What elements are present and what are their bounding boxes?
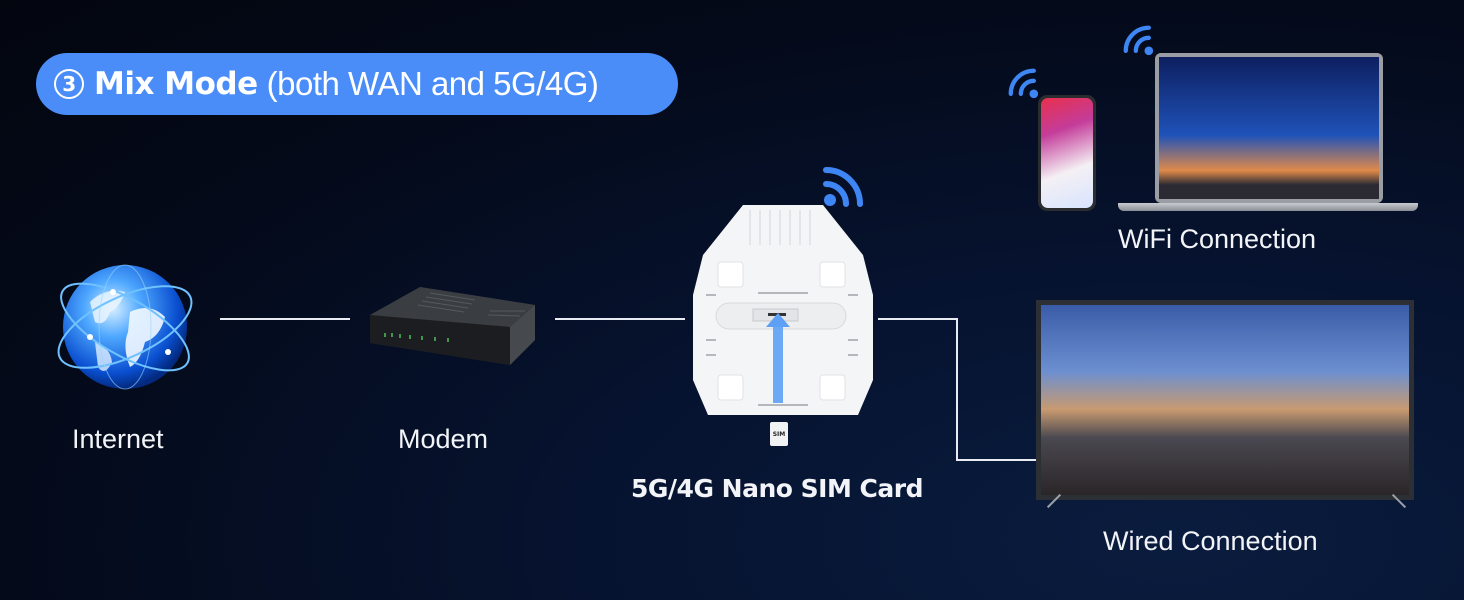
connection-line [956,318,958,461]
sim-card-icon: SIM [770,422,788,446]
wifi-icon [1005,65,1041,101]
router-icon [688,205,878,415]
mode-name: Mix Mode [94,66,258,102]
connection-line [555,318,685,320]
connection-line [878,318,958,320]
router-label: 5G/4G Nano SIM Card [631,474,923,503]
step-number-badge: 3 [54,69,84,99]
laptop-base [1118,203,1418,211]
mode-description: (both WAN and 5G/4G) [266,65,599,102]
modem-label: Modem [398,424,489,454]
wifi-icon [1120,22,1156,58]
wifi-connection-label: WiFi Connection [1118,224,1317,254]
mode-title-banner: 3 Mix Mode (both WAN and 5G/4G) [36,53,678,115]
internet-label: Internet [72,424,164,454]
connection-line [220,318,350,320]
smartphone-icon [1038,95,1096,211]
connection-line [956,459,1036,461]
globe-icon [50,252,200,402]
modem-icon [360,275,545,370]
tv-icon [1036,300,1414,500]
laptop-icon [1155,53,1383,203]
wired-connection-label: Wired Connection [1103,526,1318,556]
wifi-icon [820,160,870,210]
